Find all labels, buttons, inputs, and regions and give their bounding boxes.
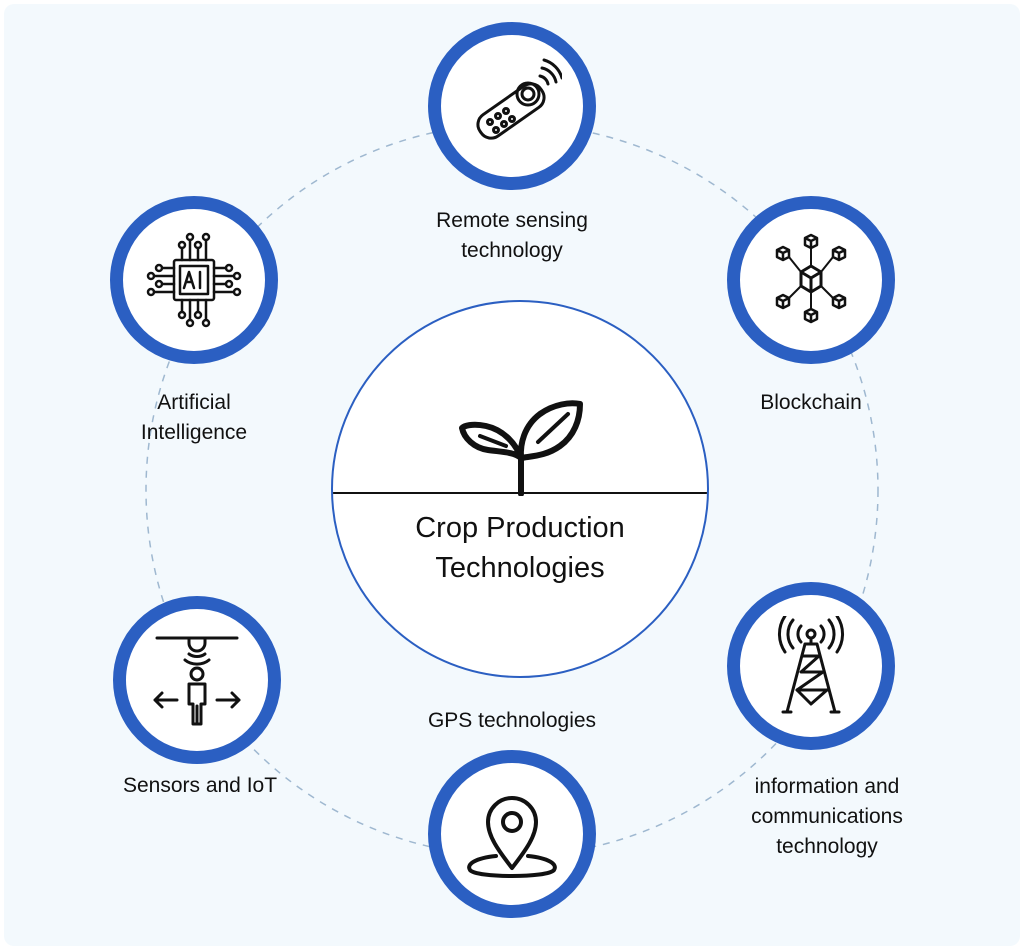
label-gps: GPS technologies [402,706,622,736]
center-title-line2: Technologies [435,552,605,584]
label-sensors-iot: Sensors and IoT [90,771,310,801]
node-remote-sensing [428,22,596,190]
center-title-line1: Crop Production [415,512,625,544]
remote-control-icon [476,58,562,140]
node-artificial-intelligence [110,196,278,364]
center-title: Crop Production Technologies [333,508,707,588]
ai-chip-icon [146,232,242,328]
sprout-icon [459,400,583,496]
node-blockchain [727,196,895,364]
motion-sensor-icon [153,636,241,726]
node-sensors-iot [113,596,281,764]
center-circle: Crop Production Technologies [331,300,709,678]
label-remote-sensing: Remote sensing technology [412,206,612,266]
label-line: technology [776,835,878,858]
blockchain-icon [775,233,847,324]
label-line: Blockchain [760,391,862,414]
label-line: information and [754,775,900,798]
label-blockchain: Blockchain [711,388,911,418]
label-line: Remote sensing [436,209,588,232]
label-line: Sensors and IoT [122,774,278,797]
label-line: technology [461,239,563,262]
label-line: Artificial [157,391,231,414]
signal-tower-icon [778,616,844,714]
location-pin-icon [467,796,557,878]
label-artificial-intelligence: Artificial Intelligence [94,388,294,448]
node-ict [727,582,895,750]
label-line: Intelligence [140,421,248,444]
label-line: GPS technologies [427,709,597,732]
node-gps [428,750,596,918]
label-ict: information and communications technolog… [712,772,942,862]
label-line: communications [751,805,903,828]
center-divider [333,492,707,494]
